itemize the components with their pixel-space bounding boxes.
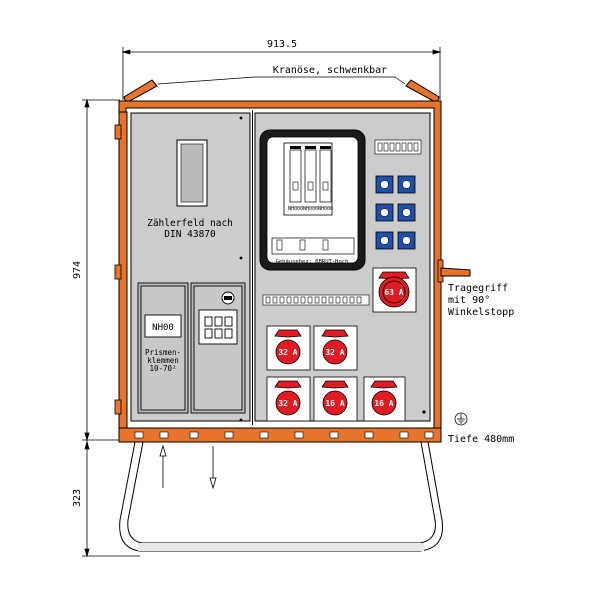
socket-rating-row1-1: 32 A — [278, 348, 297, 357]
handle-label-2: mit 90° — [448, 295, 490, 306]
housing-label: Gehäusebez: 6BRUT-Hoch — [276, 259, 349, 265]
fuse-label-2: NH000 — [303, 206, 318, 212]
crane-eye-label: Kranöse, schwenkbar — [273, 65, 387, 76]
rotary-switch-icon — [221, 291, 235, 305]
crane-eyes — [123, 79, 440, 104]
cee-socket-32a — [274, 329, 302, 365]
meter-field-label-2: DIN 43870 — [164, 229, 216, 240]
side-handle — [440, 267, 471, 277]
meter-field-label-1: Zählerfeld nach — [147, 218, 233, 229]
fuse-housing — [259, 129, 366, 271]
cable-arrows — [159, 444, 217, 490]
fuse-label-1: NH000 — [288, 206, 303, 212]
height-dimension: 974 — [72, 261, 83, 279]
breaker-row — [262, 294, 370, 306]
cee-socket-16a — [321, 380, 349, 416]
cee-socket-63a — [378, 271, 410, 308]
socket-rating-row2-2: 16 A — [325, 399, 344, 408]
terminals-label-2: klemmen — [147, 356, 179, 365]
door-screw — [422, 410, 426, 414]
fuse-label-3: NH000 — [318, 206, 333, 212]
handle-label-1: Tragegriff — [448, 283, 508, 294]
earth-ground-icon — [454, 412, 468, 426]
depth-label: Tiefe 480mm — [448, 434, 514, 445]
cabinet-base — [118, 427, 442, 443]
stand-hatching — [138, 543, 424, 551]
main-fuse-label: NH00 — [152, 323, 174, 333]
main-switch-module — [190, 282, 246, 414]
cee-socket-32a — [321, 329, 349, 365]
width-dimension: 913.5 — [267, 39, 297, 50]
socket-rating-row2-3: 16 A — [374, 399, 393, 408]
handle-label-3: Winkelstopp — [448, 307, 514, 318]
terminals-label-1: Prismen- — [145, 348, 181, 357]
fuse-top-bars — [290, 146, 331, 149]
stand-frame — [119, 441, 444, 552]
terminals-label-3: 10-70² — [149, 364, 176, 373]
top-right-breakers — [374, 139, 422, 155]
dimension-lines — [82, 47, 442, 558]
cee-socket-32a — [274, 380, 302, 416]
meter-window — [176, 139, 208, 207]
socket-rating-row2-1: 32 A — [278, 399, 297, 408]
main-fuse-module — [137, 282, 189, 414]
frame-height-dimension: 323 — [72, 489, 83, 507]
crane-eye-leader — [157, 76, 406, 85]
schuko-socket-lids — [380, 180, 411, 245]
socket-rating-row1-2: 32 A — [325, 348, 344, 357]
socket-rating-63a: 63 A — [384, 288, 403, 297]
cee-socket-16a — [370, 380, 398, 416]
